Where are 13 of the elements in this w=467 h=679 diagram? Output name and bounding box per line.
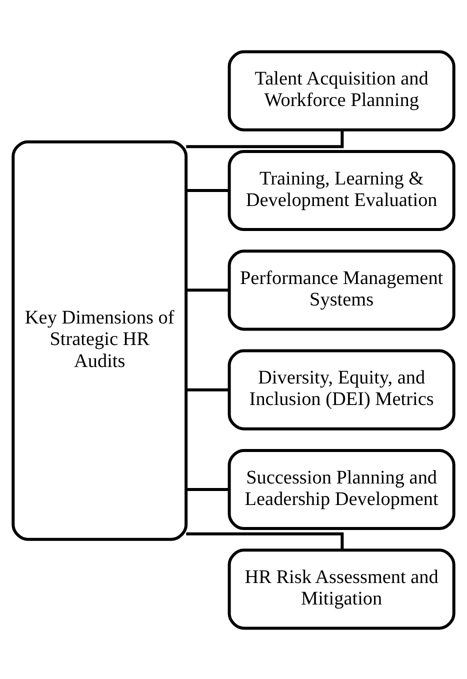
connector [186,532,344,550]
node-box: Diversity, Equity, and Inclusion (DEI) Metrics [228,348,456,430]
node-box: HR Risk Assessment and Mitigation [228,548,456,630]
connector [186,188,229,192]
connector [186,129,344,148]
node-box: Performance Management Systems [228,249,456,330]
node-box: Succession Planning and Leadership Development [228,448,456,530]
node-box: Key Dimensions of Strategic HR Audits [12,140,188,540]
connector [186,388,229,391]
node-box: Training, Learning & Development Evaluation [228,149,456,231]
connector [186,288,229,292]
node-box: Talent Acquisition and Workforce Planning [228,50,456,131]
connector [186,488,229,490]
